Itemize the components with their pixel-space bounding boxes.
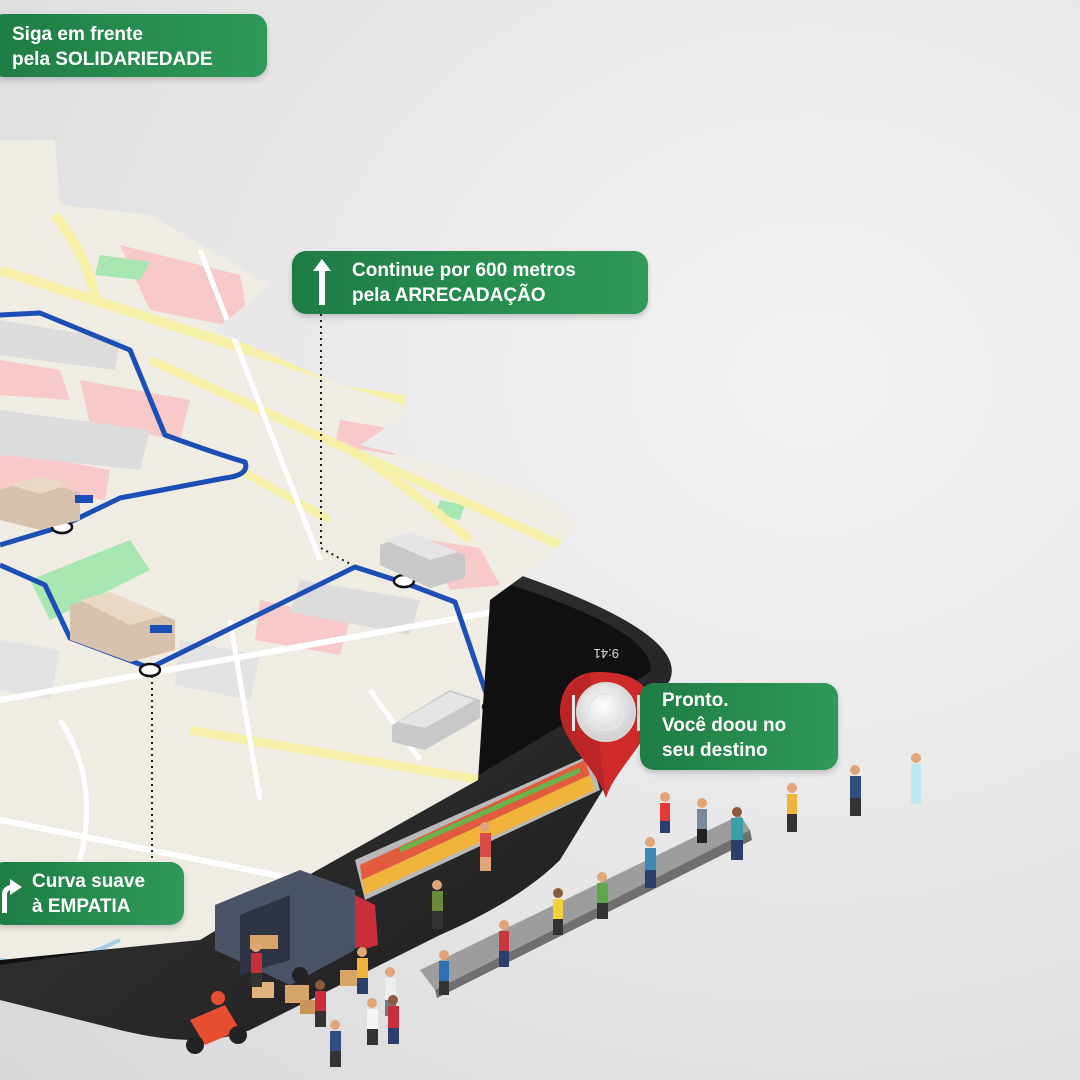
- donation-boxes: [252, 970, 360, 1014]
- building: [70, 592, 175, 662]
- person: [911, 753, 921, 804]
- person: [499, 920, 509, 967]
- person: [850, 765, 861, 816]
- person: [660, 792, 670, 833]
- person: [597, 872, 608, 919]
- building: [380, 532, 465, 588]
- callout-line: pela SOLIDARIEDADE: [12, 49, 213, 70]
- callout-solidariedade: Siga em frente pela SOLIDARIEDADE: [0, 14, 267, 77]
- delivery-truck-icon: [215, 870, 378, 985]
- route-waypoint: [138, 662, 162, 678]
- callout-line: seu destino: [662, 740, 768, 761]
- arrow-up-icon: [313, 259, 331, 305]
- callout-line: Siga em frente: [12, 24, 143, 45]
- market-shelf-icon: [355, 755, 600, 900]
- person: [439, 950, 449, 995]
- person: [787, 783, 797, 832]
- callout-arrecadacao: Continue por 600 metros pela ARRECADAÇÃO: [292, 251, 648, 314]
- callout-line: pela ARRECADAÇÃO: [352, 285, 546, 306]
- map-pin-icon: [560, 672, 652, 798]
- person: [697, 798, 707, 843]
- scooter-icon: [186, 991, 247, 1054]
- turn-right-icon: [2, 879, 22, 913]
- people-crowd: [251, 753, 921, 1067]
- navigation-route: [0, 310, 567, 748]
- building: [0, 476, 93, 530]
- person: [251, 942, 262, 987]
- person: [553, 888, 563, 935]
- person: [315, 980, 326, 1027]
- person: [367, 998, 378, 1045]
- callout-line: Pronto.: [662, 690, 729, 711]
- phone-status-time: 9:41: [594, 646, 619, 661]
- plate-icon: [576, 682, 636, 742]
- callout-line: à EMPATIA: [32, 896, 131, 917]
- callout-line: Curva suave: [32, 871, 146, 892]
- person: [357, 947, 368, 994]
- person: [645, 837, 656, 888]
- callout-line: Você doou no: [662, 715, 787, 736]
- callout-line: Continue por 600 metros: [352, 260, 576, 281]
- callout-pronto: Pronto. Você doou no seu destino: [640, 683, 838, 770]
- person: [432, 880, 443, 929]
- person: [480, 822, 491, 871]
- building: [392, 690, 480, 750]
- person: [330, 1020, 341, 1067]
- person: [388, 995, 399, 1044]
- callout-empatia: Curva suave à EMPATIA: [0, 862, 184, 925]
- person: [731, 807, 743, 860]
- leader-line: [320, 314, 353, 566]
